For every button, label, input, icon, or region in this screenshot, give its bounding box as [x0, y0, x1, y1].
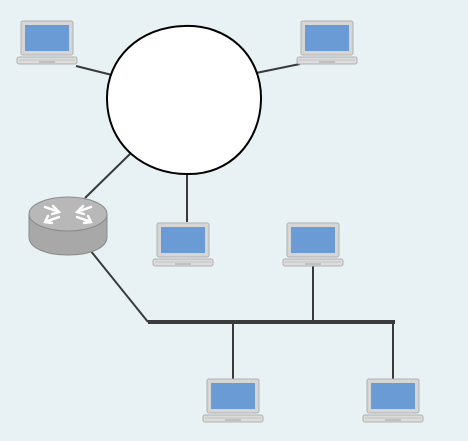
laptop-icon: [16, 20, 78, 65]
laptop-icon: [296, 20, 358, 65]
ring-network: [105, 24, 263, 176]
link-router-bus: [89, 249, 149, 323]
laptop-icon: [362, 378, 424, 423]
laptop-icon: [152, 222, 214, 267]
router-icon: [28, 196, 108, 256]
link-router-ring: [84, 153, 131, 199]
laptop-icon: [282, 222, 344, 267]
link-ring-top-right: [255, 63, 301, 74]
connection-lines: [75, 63, 395, 379]
laptop-icon: [202, 378, 264, 423]
link-ring-top-left: [75, 65, 113, 76]
